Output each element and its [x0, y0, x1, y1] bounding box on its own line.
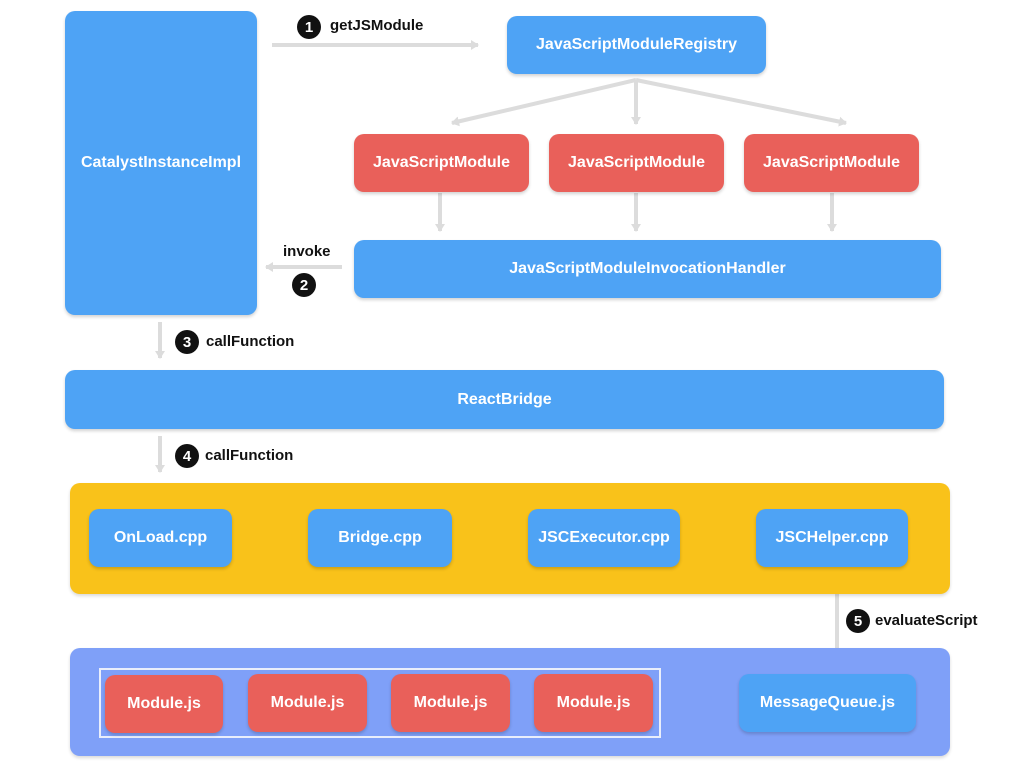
- js-module-label: Module.js: [270, 694, 345, 711]
- step-5-label: evaluateScript: [875, 612, 978, 629]
- native-file-box: JSCExecutor.cpp: [528, 509, 680, 567]
- js-module-box: Module.js: [248, 674, 367, 732]
- javascript-module-label: JavaScriptModule: [763, 154, 900, 171]
- step-5-badge: 5: [846, 609, 870, 633]
- step-1-label: getJSModule: [330, 17, 424, 34]
- js-modules-frame: [99, 668, 661, 738]
- message-queue-box: MessageQueue.js: [739, 674, 916, 732]
- javascript-module-box: JavaScriptModule: [354, 134, 529, 192]
- invocation-handler-label: JavaScriptModuleInvocationHandler: [509, 260, 786, 277]
- native-file-box: Bridge.cpp: [308, 509, 452, 567]
- arrow-registry-to-module-1: [451, 78, 637, 127]
- step-3-label: callFunction: [206, 333, 295, 350]
- step-2-label: invoke: [283, 243, 331, 260]
- message-queue-label: MessageQueue.js: [759, 694, 896, 711]
- js-module-label: Module.js: [127, 695, 201, 712]
- native-file-box: JSCHelper.cpp: [756, 509, 908, 567]
- invocation-handler-box: JavaScriptModuleInvocationHandler: [354, 240, 941, 298]
- catalyst-instance-impl-box: CatalystInstanceImpl: [65, 11, 257, 315]
- module-registry-label: JavaScriptModuleRegistry: [536, 36, 737, 53]
- react-bridge-label: ReactBridge: [457, 390, 552, 408]
- module-registry-box: JavaScriptModuleRegistry: [507, 16, 766, 74]
- js-module-label: Module.js: [556, 694, 631, 711]
- js-module-label: Module.js: [413, 694, 488, 711]
- native-file-label: OnLoad.cpp: [113, 529, 208, 546]
- step-4-badge: 4: [175, 444, 199, 468]
- javascript-module-box: JavaScriptModule: [744, 134, 919, 192]
- native-file-label: JSCExecutor.cpp: [538, 529, 670, 546]
- step-3-badge: 3: [175, 330, 199, 354]
- arrow-registry-to-module-3: [635, 78, 847, 127]
- javascript-module-label: JavaScriptModule: [568, 154, 705, 171]
- javascript-module-label: JavaScriptModule: [373, 154, 510, 171]
- step-1-badge: 1: [297, 15, 321, 39]
- js-module-box: Module.js: [534, 674, 653, 732]
- js-module-box: Module.js: [391, 674, 510, 732]
- step-2-badge: 2: [292, 273, 316, 297]
- javascript-module-box: JavaScriptModule: [549, 134, 724, 192]
- native-file-label: JSCHelper.cpp: [775, 529, 889, 546]
- native-file-label: Bridge.cpp: [338, 529, 422, 546]
- step-4-label: callFunction: [205, 447, 294, 464]
- catalyst-instance-impl-label: CatalystInstanceImpl: [80, 154, 242, 171]
- react-bridge-box: ReactBridge: [65, 370, 944, 429]
- js-module-box: Module.js: [105, 675, 223, 733]
- native-file-box: OnLoad.cpp: [89, 509, 232, 567]
